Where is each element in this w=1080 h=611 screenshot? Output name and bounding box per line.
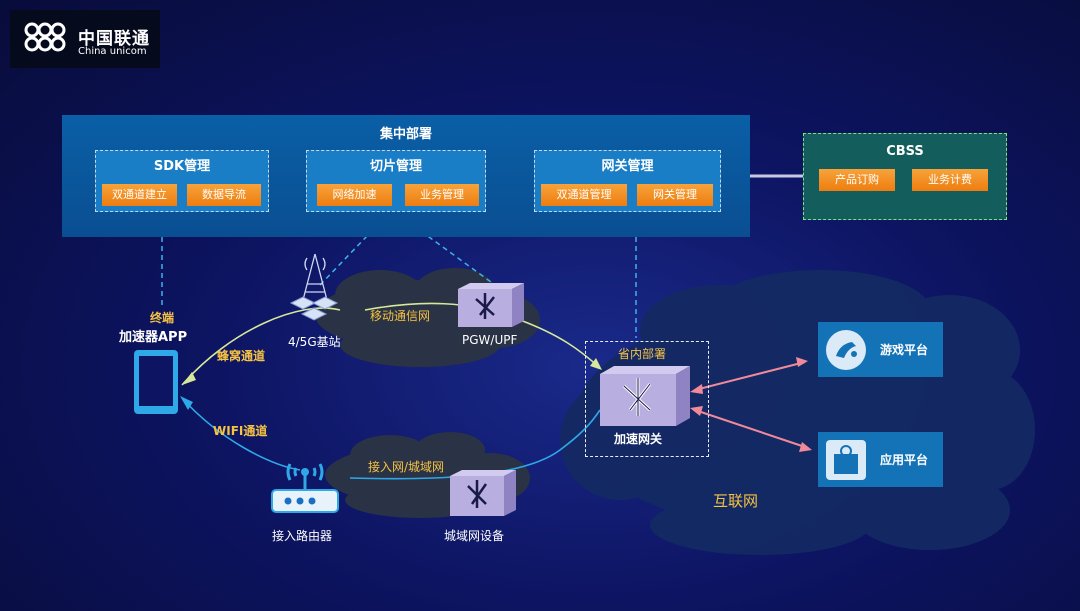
- metro-network-device-icon: [450, 470, 516, 516]
- cbss-title: CBSS: [886, 144, 924, 159]
- provincial-deployment-label: 省内部署: [618, 347, 667, 361]
- access-router-label: 接入路由器: [272, 529, 333, 543]
- terminal-app-label: 加速器APP: [119, 330, 188, 345]
- acceleration-gateway-label: 加速网关: [614, 432, 663, 446]
- dual-channel-setup-button[interactable]: 双通道建立: [102, 184, 177, 206]
- service-billing-button[interactable]: 业务计费: [912, 169, 988, 191]
- mobile-network-label: 移动通信网: [370, 309, 431, 323]
- pgw-upf-label: PGW/UPF: [462, 333, 518, 347]
- game-platform-icon: [826, 330, 866, 370]
- terminal-label: 终端: [150, 311, 175, 325]
- data-diversion-button[interactable]: 数据导流: [187, 184, 261, 206]
- slice-management-module: 切片管理 网络加速 业务管理: [306, 150, 486, 212]
- phone-icon: [134, 350, 178, 414]
- access-router-icon: [271, 463, 339, 513]
- game-platform-label: 游戏平台: [880, 343, 929, 357]
- network-acceleration-button[interactable]: 网络加速: [317, 184, 392, 206]
- gateway-management-module: 网关管理 双通道管理 网关管理: [534, 150, 721, 212]
- provincial-deployment-box: 省内部署: [585, 341, 709, 457]
- logo-text-cn: 中国联通: [78, 29, 150, 49]
- internet-label: 互联网: [713, 492, 759, 510]
- logo-text-en: China unicom: [78, 46, 147, 57]
- cellular-channel-label: 蜂窝通道: [217, 349, 266, 363]
- base-station-label: 4/5G基站: [288, 335, 341, 349]
- gateway-management-button[interactable]: 网关管理: [637, 184, 713, 206]
- acceleration-gateway-icon: [600, 366, 690, 426]
- module-title: 网关管理: [601, 159, 654, 174]
- metro-device-label: 城域网设备: [444, 529, 505, 543]
- product-order-button[interactable]: 产品订购: [819, 169, 895, 191]
- unicom-knot-icon: [24, 22, 66, 52]
- china-unicom-logo: 中国联通 China unicom: [10, 10, 160, 68]
- dual-channel-management-button[interactable]: 双通道管理: [541, 184, 627, 206]
- module-title: 切片管理: [369, 159, 422, 174]
- access-network-label: 接入网/城域网: [368, 460, 445, 474]
- service-management-button[interactable]: 业务管理: [405, 184, 479, 206]
- central-deployment-title: 集中部署: [379, 127, 432, 142]
- application-platform-label: 应用平台: [880, 453, 929, 467]
- central-deployment-panel: 集中部署 SDK管理 双通道建立 数据导流 切片管理 网络加速 业务管理 网关管…: [62, 115, 750, 237]
- base-station-icon: [289, 253, 339, 321]
- wifi-channel-label: WIFI通道: [213, 424, 268, 438]
- pgw-upf-router-icon: [458, 283, 524, 327]
- sdk-management-module: SDK管理 双通道建立 数据导流: [95, 150, 269, 212]
- module-title: SDK管理: [153, 159, 211, 174]
- game-platform[interactable]: 游戏平台: [818, 322, 943, 377]
- application-platform[interactable]: 应用平台: [818, 432, 943, 487]
- cbss-panel: CBSS 产品订购 业务计费: [803, 133, 1007, 220]
- application-platform-icon: [826, 440, 866, 480]
